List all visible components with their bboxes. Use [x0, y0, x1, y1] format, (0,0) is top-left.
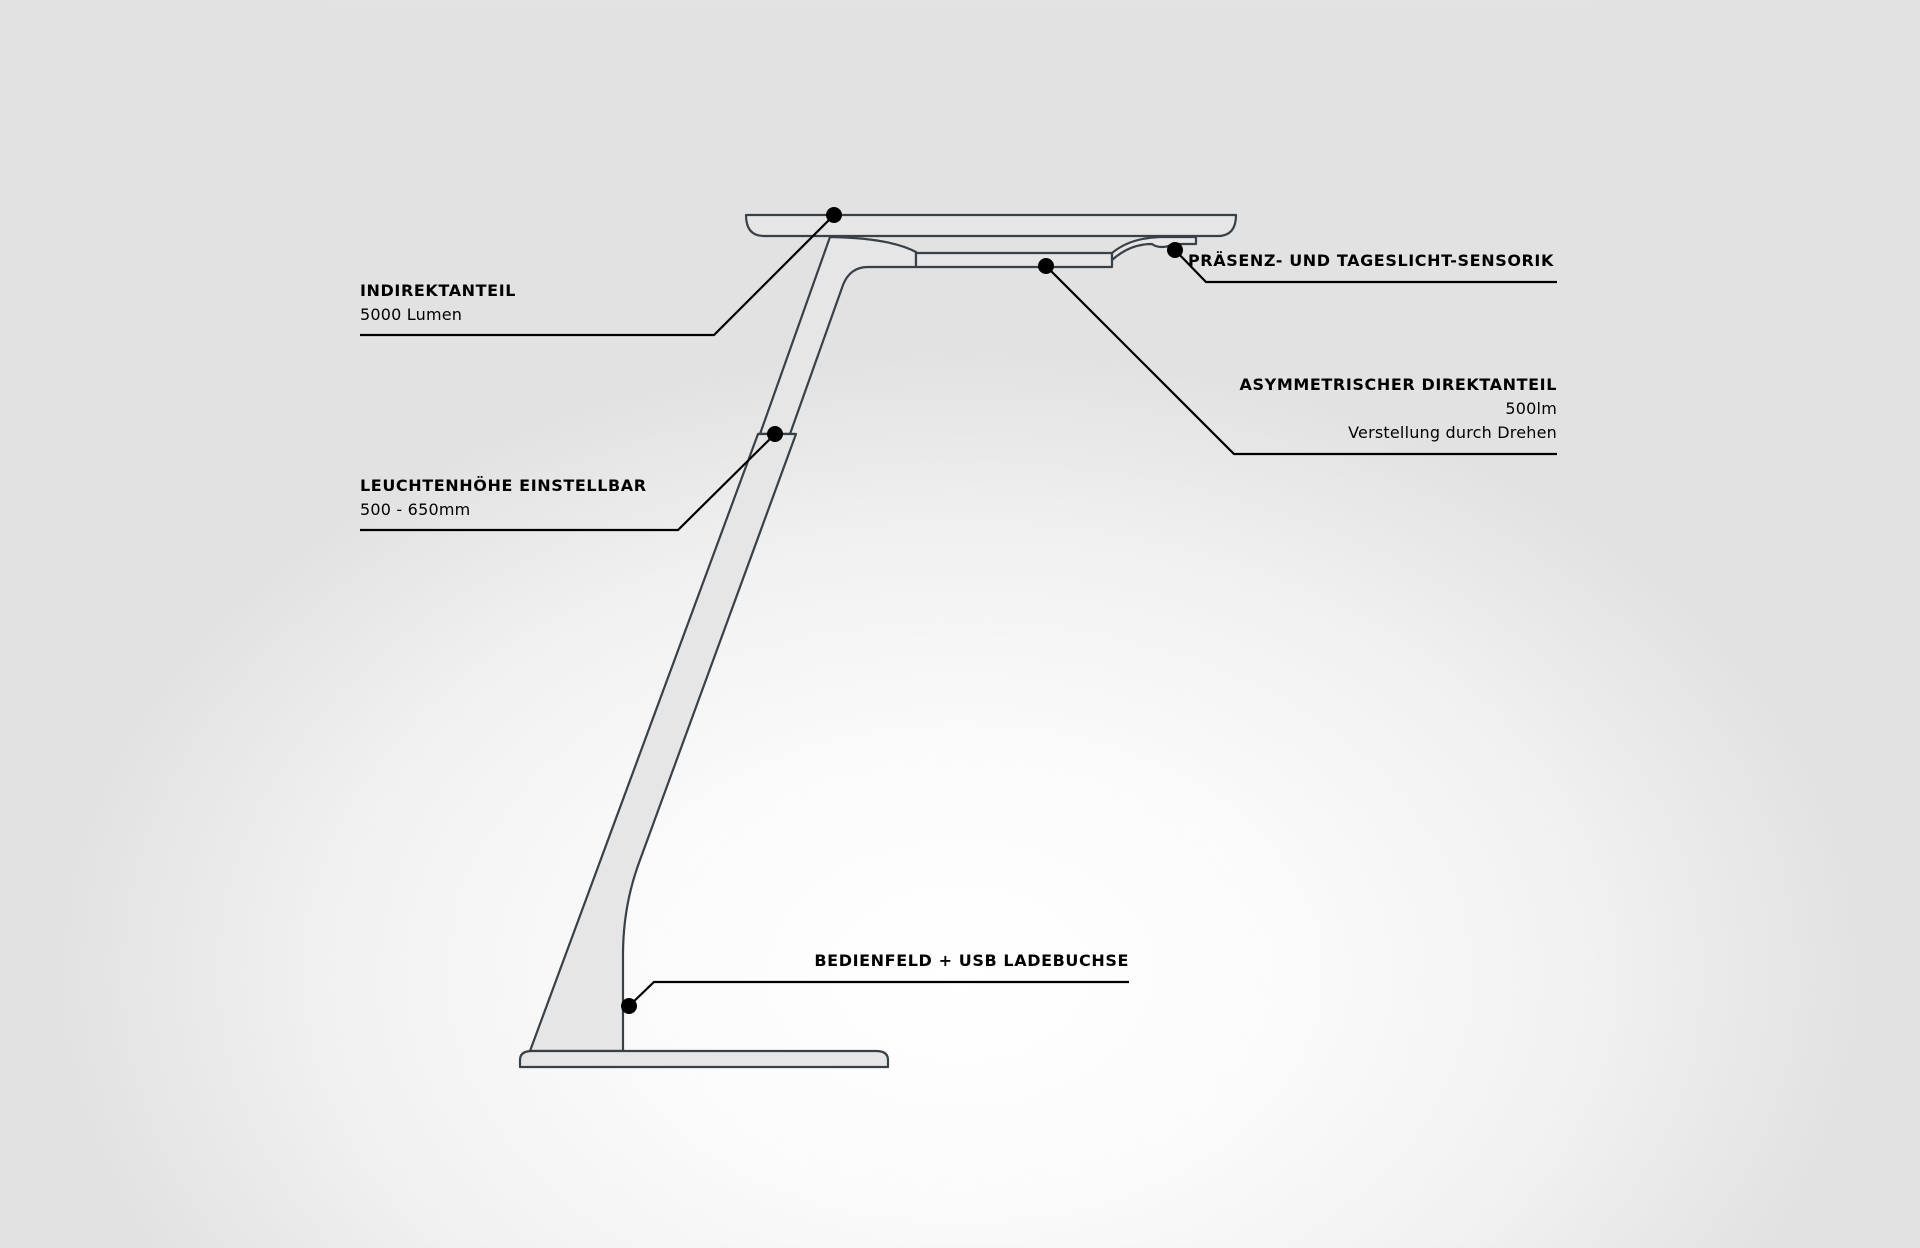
dot-direkt: [1038, 258, 1054, 274]
callout-sensorik-title: PRÄSENZ- UND TAGESLICHT-SENSORIK: [1187, 251, 1554, 270]
leader-indirekt: [360, 214, 835, 337]
dot-bedienfeld: [621, 998, 637, 1014]
callout-hoehe-sub: 500 - 650mm: [360, 500, 471, 519]
lamp-parts: [518, 213, 1238, 1069]
callout-hoehe: LEUCHTENHÖHE EINSTELLBAR 500 - 650mm: [360, 474, 647, 522]
direct-light-panel: [914, 251, 1114, 269]
callout-bedienfeld-title: BEDIENFELD + USB LADEBUCHSE: [814, 951, 1129, 970]
dot-hoehe: [767, 426, 783, 442]
leader-bedienfeld: [628, 980, 1129, 1007]
sensor-housing: [1110, 235, 1198, 262]
callout-direkt-title: ASYMMETRISCHER DIREKTANTEIL: [1239, 375, 1557, 394]
callout-bedienfeld: BEDIENFELD + USB LADEBUCHSE: [814, 949, 1129, 973]
callout-indirekt-title: INDIREKTANTEIL: [360, 281, 517, 300]
lower-column: [528, 432, 798, 1053]
leader-lines: [360, 214, 1557, 1007]
leader-direkt: [1045, 265, 1557, 456]
leader-sensorik: [1174, 249, 1557, 284]
callout-sensorik: PRÄSENZ- UND TAGESLICHT-SENSORIK: [1188, 249, 1554, 273]
callout-indirekt-sub: 5000 Lumen: [360, 305, 463, 324]
dot-indirekt: [826, 207, 842, 223]
dot-sensorik: [1167, 242, 1183, 258]
callout-hoehe-title: LEUCHTENHÖHE EINSTELLBAR: [360, 476, 647, 495]
base-plate: [518, 1049, 890, 1069]
callout-direkt-sub1: 500lm: [1505, 399, 1557, 418]
arm-neck: [758, 235, 918, 436]
lamp-head: [744, 213, 1238, 238]
callout-direkt-sub2: Verstellung durch Drehen: [1348, 423, 1557, 442]
callout-dots: [621, 207, 1183, 1014]
callout-indirekt: INDIREKTANTEIL 5000 Lumen: [360, 279, 516, 327]
leader-hoehe: [360, 433, 776, 532]
callout-direkt: ASYMMETRISCHER DIREKTANTEIL 500lm Verste…: [1240, 373, 1557, 445]
